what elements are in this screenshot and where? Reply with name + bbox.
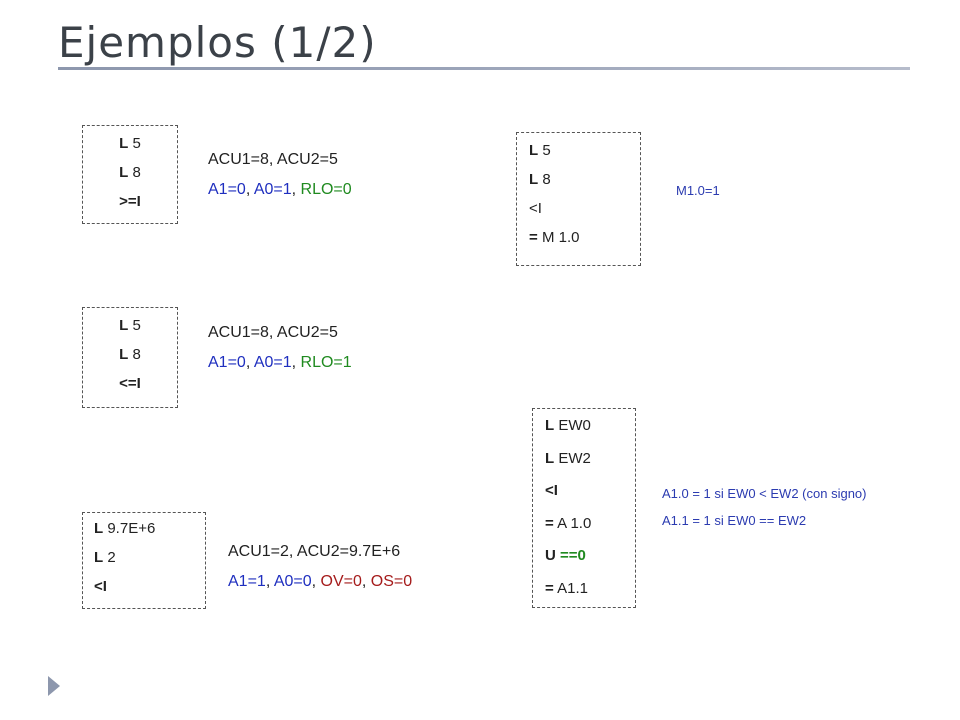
code-line: <I <box>545 482 558 499</box>
accumulators-line: ACU1=8, ACU2=5 <box>208 151 338 168</box>
code-box-example1: L 5 L 8 >=I <box>82 125 178 224</box>
code-line: L EW0 <box>545 417 591 434</box>
code-box-example3: L 9.7E+6 L 2 <I <box>82 512 206 609</box>
code-box-example2: L 5 L 8 <=I <box>82 307 178 408</box>
title-underline <box>58 67 910 70</box>
slide-title: Ejemplos (1/2) <box>58 18 377 67</box>
note-line: A1.0 = 1 si EW0 < EW2 (con signo) <box>662 486 867 501</box>
code-line: L 8 <box>119 346 141 363</box>
code-line: <=I <box>119 375 141 392</box>
flags-line: A1=0, A0=1, RLO=0 <box>208 181 352 198</box>
result-example2: ACU1=8, ACU2=5 A1=0, A0=1, RLO=1 <box>208 318 352 378</box>
code-line: L 8 <box>119 164 141 181</box>
code-line: = A 1.0 <box>545 514 592 532</box>
note-example5: A1.0 = 1 si EW0 < EW2 (con signo) A1.1 =… <box>662 480 866 534</box>
code-line: L 8 <box>529 171 551 188</box>
flags-line: A1=1, A0=0, OV=0, OS=0 <box>228 573 413 590</box>
code-line: = M 1.0 <box>529 229 580 246</box>
code-box-example4: L 5 L 8 <I = M 1.0 <box>516 132 641 266</box>
code-line: >=I <box>119 193 141 210</box>
code-line: = A1.1 <box>545 579 588 597</box>
flags-line: A1=0, A0=1, RLO=1 <box>208 354 352 371</box>
code-line: L 5 <box>119 135 141 152</box>
result-example3: ACU1=2, ACU2=9.7E+6 A1=1, A0=0, OV=0, OS… <box>228 537 412 597</box>
code-line: U ==0 <box>545 547 586 564</box>
accumulators-line: ACU1=2, ACU2=9.7E+6 <box>228 543 401 560</box>
next-slide-arrow-icon[interactable] <box>48 676 60 696</box>
code-line: L EW2 <box>545 449 591 467</box>
note-example4: M1.0=1 <box>676 183 720 198</box>
code-line: L 9.7E+6 <box>94 520 156 537</box>
code-line: <I <box>529 200 542 217</box>
code-box-example5: L EW0 L EW2 <I = A 1.0 U ==0 = A1.1 <box>532 408 636 608</box>
accumulators-line: ACU1=8, ACU2=5 <box>208 324 338 341</box>
code-line: <I <box>94 578 107 595</box>
code-line: L 2 <box>94 549 116 566</box>
code-line: L 5 <box>529 142 551 159</box>
note-line: A1.1 = 1 si EW0 == EW2 <box>662 513 807 528</box>
code-line: L 5 <box>119 317 141 334</box>
result-example1: ACU1=8, ACU2=5 A1=0, A0=1, RLO=0 <box>208 145 352 205</box>
